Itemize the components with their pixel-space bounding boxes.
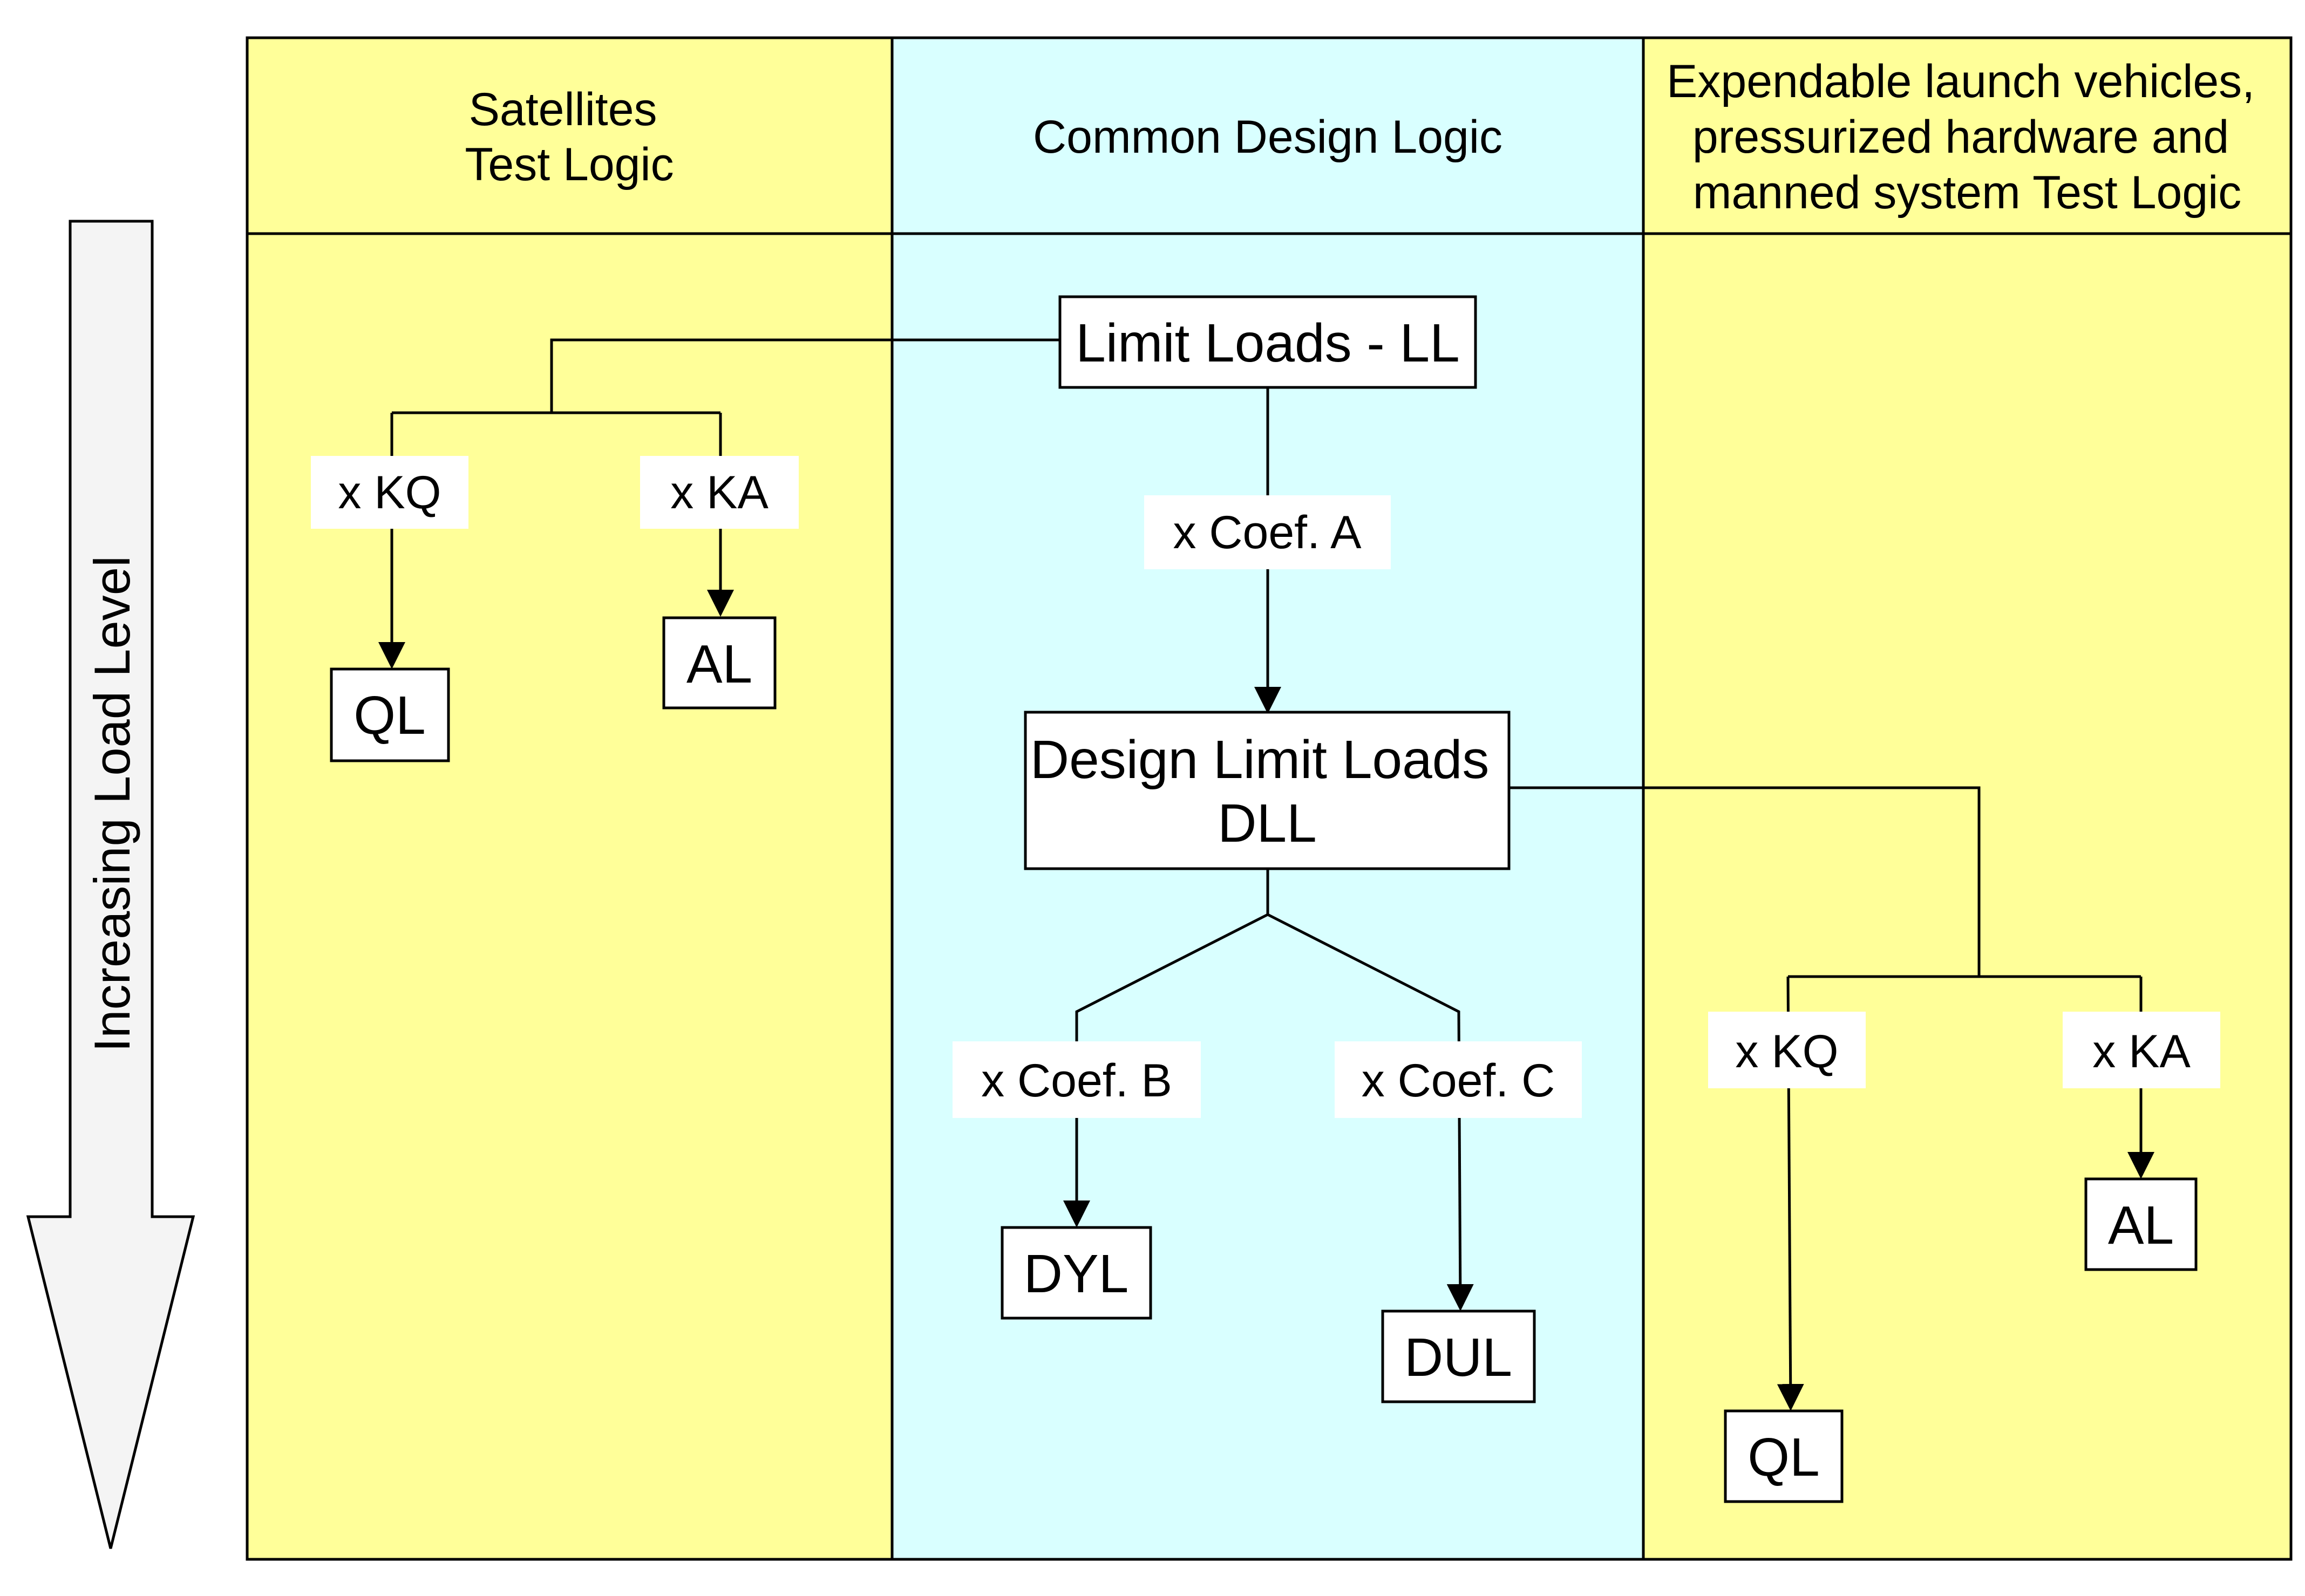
node-left-ql: QL — [330, 667, 450, 762]
edge-label-coef-a: x Coef. A — [1144, 495, 1391, 569]
node-design-limit-loads: Design Limit Loads DLL — [1024, 711, 1511, 870]
svg-text:QL: QL — [1748, 1427, 1819, 1488]
svg-text:DYL: DYL — [1024, 1244, 1129, 1304]
middle-column-header: Common Design Logic — [1033, 111, 1502, 163]
svg-text:x Coef. A: x Coef. A — [1173, 507, 1362, 558]
svg-text:Limit Loads - LL: Limit Loads - LL — [1076, 313, 1459, 373]
svg-text:x KA: x KA — [670, 467, 769, 519]
increasing-load-level-label: Increasing Load Level — [84, 556, 140, 1052]
right-column-header: Expendable launch vehicles, pressurized … — [1667, 56, 2268, 219]
right-column — [1642, 36, 2293, 1561]
svg-text:x Coef. B: x Coef. B — [981, 1055, 1172, 1107]
svg-text:x Coef. C: x Coef. C — [1362, 1055, 1555, 1107]
svg-text:AL: AL — [2108, 1195, 2174, 1256]
edge-label-left-kq: x KQ — [311, 456, 468, 529]
node-right-al: AL — [2084, 1177, 2198, 1271]
svg-text:QL: QL — [353, 685, 425, 746]
node-dyl: DYL — [1001, 1226, 1152, 1320]
node-right-ql: QL — [1724, 1409, 1844, 1503]
left-column — [246, 36, 894, 1561]
svg-text:x KQ: x KQ — [338, 467, 441, 519]
edge-label-coef-c: x Coef. C — [1335, 1041, 1582, 1118]
svg-text:AL: AL — [686, 634, 752, 694]
node-limit-loads: Limit Loads - LL — [1058, 295, 1477, 389]
node-left-al: AL — [662, 616, 777, 710]
svg-text:DUL: DUL — [1404, 1327, 1512, 1388]
svg-text:x KA: x KA — [2092, 1026, 2191, 1077]
edge-label-right-ka: x KA — [2063, 1012, 2220, 1088]
edge-label-coef-b: x Coef. B — [953, 1041, 1201, 1118]
left-column-header: Satellites Test Logic — [465, 84, 674, 190]
edge-label-left-ka: x KA — [640, 456, 799, 529]
node-dul: DUL — [1381, 1309, 1536, 1403]
svg-text:x KQ: x KQ — [1735, 1026, 1838, 1077]
svg-text:Design Limit Loads DLL: Design Limit Loads DLL — [1030, 729, 1504, 854]
increasing-load-arrow — [26, 220, 195, 1549]
edge-label-right-kq: x KQ — [1708, 1012, 1866, 1088]
